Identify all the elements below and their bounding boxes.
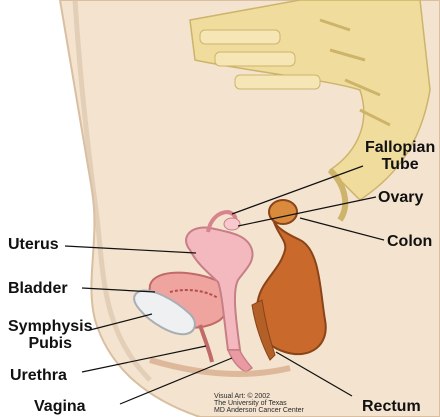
- label-vagina: Vagina: [34, 398, 86, 415]
- label-symphysis-pubis: Symphysis Pubis: [8, 318, 92, 352]
- label-bladder: Bladder: [8, 280, 68, 297]
- vertebra: [200, 30, 280, 44]
- label-fallopian-tube-line-2: Tube: [365, 156, 435, 173]
- copyright-credit: Visual Art: © 2002 The University of Tex…: [214, 393, 304, 414]
- vertebra: [235, 75, 320, 89]
- colon-section: [269, 200, 297, 224]
- credit-line-2: The University of Texas: [214, 400, 304, 407]
- label-uterus: Uterus: [8, 236, 59, 253]
- credit-line-1: Visual Art: © 2002: [214, 393, 304, 400]
- label-rectum: Rectum: [362, 398, 421, 415]
- label-fallopian-tube-line-1: Fallopian: [365, 139, 435, 156]
- ovary: [224, 218, 240, 230]
- label-symphysis-pubis-line-1: Symphysis: [8, 318, 92, 335]
- label-fallopian-tube: Fallopian Tube: [365, 139, 435, 173]
- label-ovary: Ovary: [378, 189, 423, 206]
- vertebra: [215, 52, 295, 66]
- label-urethra: Urethra: [10, 367, 67, 384]
- label-symphysis-pubis-line-2: Pubis: [8, 335, 92, 352]
- credit-line-3: MD Anderson Cancer Center: [214, 407, 304, 414]
- label-colon: Colon: [387, 233, 432, 250]
